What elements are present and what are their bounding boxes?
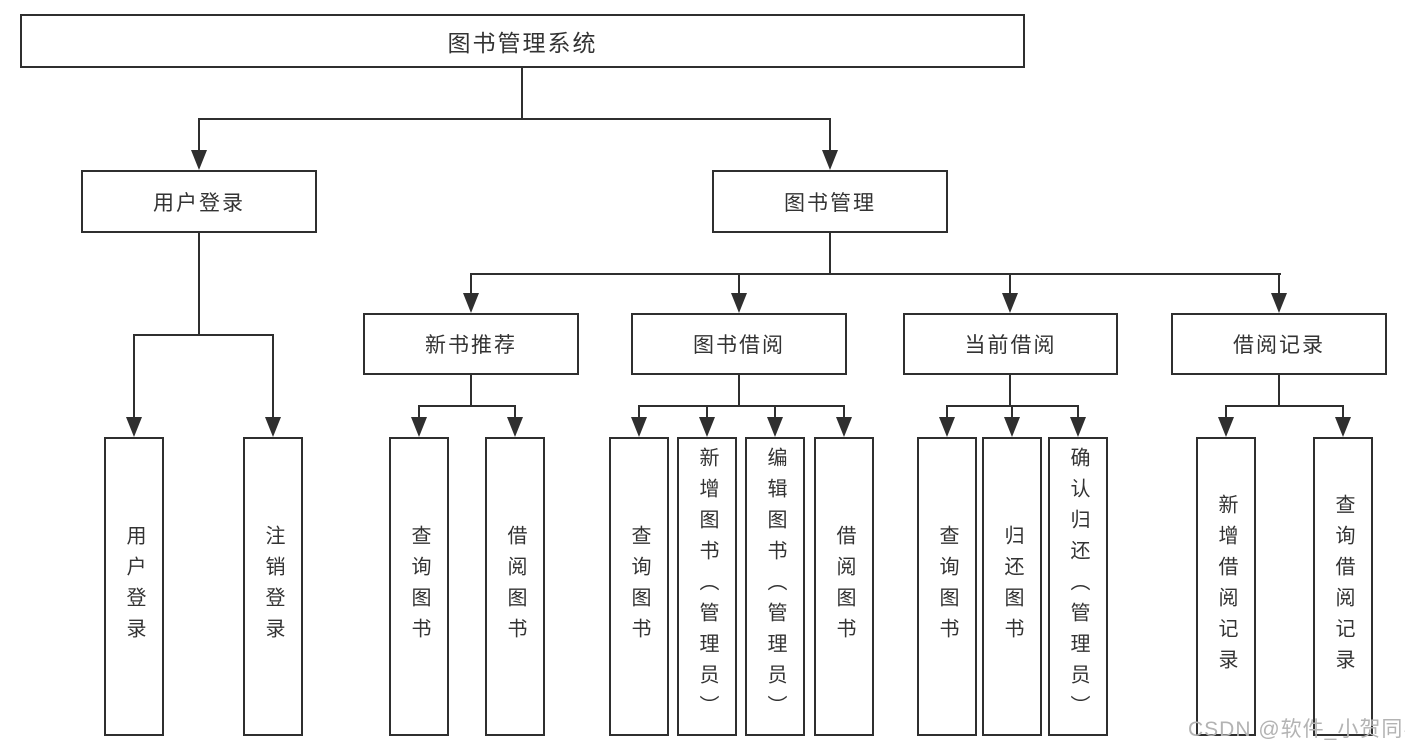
connector-line bbox=[133, 334, 135, 420]
node-book-management: 图书管理 bbox=[712, 170, 948, 233]
connector-line bbox=[1278, 273, 1280, 297]
leaf-query-books-borrowing: 查询图书 bbox=[609, 437, 669, 736]
connector-line bbox=[1278, 375, 1280, 407]
arrow-down-icon bbox=[1070, 417, 1086, 437]
arrow-down-icon bbox=[1335, 417, 1351, 437]
node-current-borrowing: 当前借阅 bbox=[903, 313, 1118, 375]
connector-line bbox=[843, 405, 845, 421]
arrow-down-icon bbox=[411, 417, 427, 437]
connector-line bbox=[133, 334, 274, 336]
connector-line bbox=[1225, 405, 1344, 407]
connector-line bbox=[1225, 405, 1227, 421]
connector-line bbox=[638, 405, 640, 421]
csdn-watermark: CSDN @软件_小贺同学 bbox=[1188, 718, 1405, 741]
arrow-down-icon bbox=[699, 417, 715, 437]
connector-line bbox=[470, 375, 472, 407]
leaf-confirm-return-admin: 确认归还（管理员） bbox=[1048, 437, 1108, 736]
leaf-borrow-books: 借阅图书 bbox=[814, 437, 874, 736]
arrow-down-icon bbox=[939, 417, 955, 437]
connector-line bbox=[738, 273, 740, 297]
leaf-borrow-books-recommend: 借阅图书 bbox=[485, 437, 545, 736]
connector-line bbox=[470, 273, 1281, 275]
connector-line bbox=[829, 233, 831, 275]
leaf-query-books-recommend: 查询图书 bbox=[389, 437, 449, 736]
connector-line bbox=[198, 118, 200, 154]
leaf-add-book-admin: 新增图书（管理员） bbox=[677, 437, 737, 736]
connector-line bbox=[946, 405, 948, 421]
connector-line bbox=[774, 405, 776, 421]
connector-line bbox=[1009, 375, 1011, 407]
arrow-down-icon bbox=[731, 293, 747, 313]
leaf-return-book: 归还图书 bbox=[982, 437, 1042, 736]
leaf-edit-book-admin: 编辑图书（管理员） bbox=[745, 437, 805, 736]
arrow-down-icon bbox=[507, 417, 523, 437]
arrow-down-icon bbox=[767, 417, 783, 437]
leaf-add-borrow-record: 新增借阅记录 bbox=[1196, 437, 1256, 736]
connector-line bbox=[521, 68, 523, 120]
connector-line bbox=[1009, 273, 1011, 297]
arrow-down-icon bbox=[822, 150, 838, 170]
node-borrowing-records: 借阅记录 bbox=[1171, 313, 1387, 375]
leaf-query-books-current: 查询图书 bbox=[917, 437, 977, 736]
arrow-down-icon bbox=[126, 417, 142, 437]
connector-line bbox=[418, 405, 516, 407]
connector-line bbox=[829, 118, 831, 154]
arrow-down-icon bbox=[1271, 293, 1287, 313]
node-new-book-recommend: 新书推荐 bbox=[363, 313, 579, 375]
arrow-down-icon bbox=[1004, 417, 1020, 437]
connector-line bbox=[272, 334, 274, 420]
connector-line bbox=[418, 405, 420, 421]
leaf-logout: 注销登录 bbox=[243, 437, 303, 736]
connector-line bbox=[1077, 405, 1079, 421]
connector-line bbox=[738, 375, 740, 407]
node-book-borrowing: 图书借阅 bbox=[631, 313, 847, 375]
connector-line bbox=[706, 405, 708, 421]
connector-line bbox=[1011, 405, 1013, 421]
leaf-query-borrow-record: 查询借阅记录 bbox=[1313, 437, 1373, 736]
arrow-down-icon bbox=[265, 417, 281, 437]
arrow-down-icon bbox=[463, 293, 479, 313]
connector-line bbox=[514, 405, 516, 421]
arrow-down-icon bbox=[1218, 417, 1234, 437]
connector-line bbox=[198, 233, 200, 336]
connector-line bbox=[638, 405, 845, 407]
arrow-down-icon bbox=[631, 417, 647, 437]
connector-line bbox=[198, 118, 831, 120]
leaf-user-login: 用户登录 bbox=[104, 437, 164, 736]
connector-line bbox=[1342, 405, 1344, 421]
node-root: 图书管理系统 bbox=[20, 14, 1025, 68]
node-user-login: 用户登录 bbox=[81, 170, 317, 233]
arrow-down-icon bbox=[191, 150, 207, 170]
arrow-down-icon bbox=[836, 417, 852, 437]
arrow-down-icon bbox=[1002, 293, 1018, 313]
connector-line bbox=[470, 273, 472, 297]
